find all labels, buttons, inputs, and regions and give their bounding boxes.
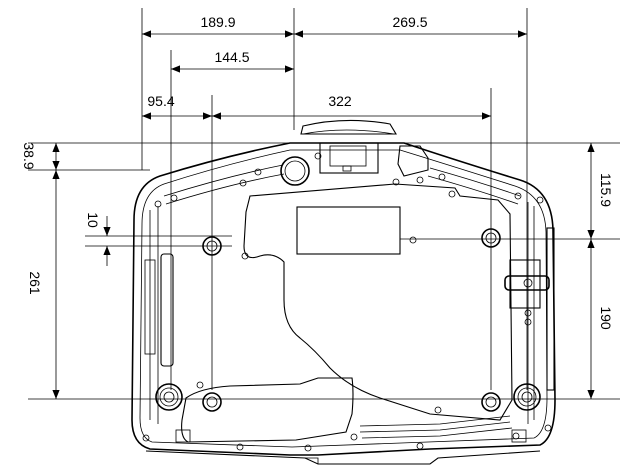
- extension-lines: [28, 8, 620, 400]
- projector-body: [131, 119, 556, 465]
- rear-foot-right: [513, 383, 541, 411]
- mount-hole-top-left: [202, 236, 222, 256]
- dim-label-left-long: 261: [27, 271, 43, 295]
- dim-label-second: 144.5: [214, 49, 249, 65]
- mount-hole-top-right: [481, 228, 501, 248]
- dimension-lines: [52, 30, 595, 399]
- lens-cover: [300, 119, 397, 135]
- left-slot: [160, 253, 174, 367]
- security-latch: [504, 259, 550, 326]
- front-foot: [280, 156, 310, 186]
- outer-shell: [131, 142, 556, 456]
- small-screws: [142, 152, 552, 452]
- bottom-compartment: [181, 377, 354, 443]
- inner-shell: [139, 149, 548, 448]
- dim-label-top-left: 189.9: [200, 14, 235, 30]
- dimension-labels: 189.9 269.5 144.5 95.4 322 38.9 10 261 1…: [21, 14, 614, 330]
- right-slot: [546, 227, 555, 391]
- dim-label-third-left: 95.4: [147, 93, 174, 109]
- dim-label-third-mid: 322: [328, 93, 352, 109]
- dim-label-left-small: 10: [85, 212, 101, 228]
- label-plate: [296, 206, 401, 255]
- dim-label-top-right: 269.5: [392, 14, 427, 30]
- lens-housing: [319, 142, 379, 174]
- dim-label-left-top: 38.9: [21, 142, 37, 169]
- rear-foot-left: [155, 383, 183, 411]
- mount-hole-bottom-right: [481, 392, 501, 412]
- mount-hole-bottom-left: [202, 392, 222, 412]
- dim-label-right-long: 190: [598, 306, 614, 330]
- dim-label-right-top: 115.9: [598, 173, 614, 207]
- lamp-cover: [243, 183, 513, 421]
